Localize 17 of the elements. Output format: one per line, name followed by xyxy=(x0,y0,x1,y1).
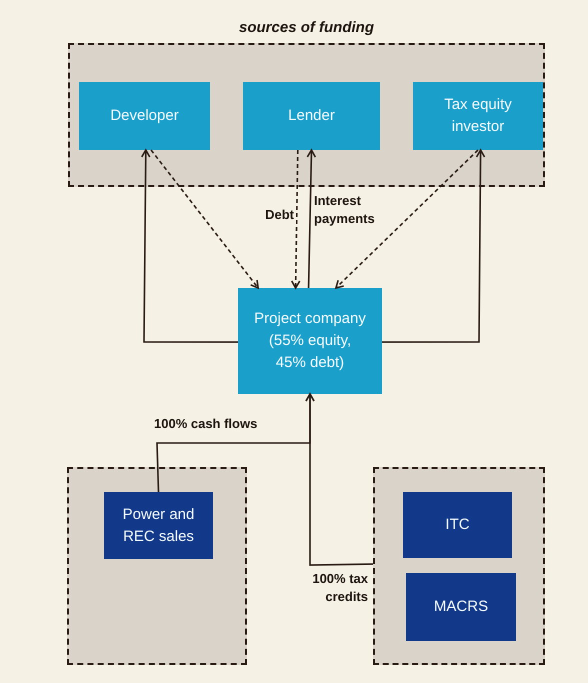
arrow xyxy=(382,149,486,343)
arrow xyxy=(306,149,316,288)
group-heading: sources of funding xyxy=(238,19,375,36)
entity-box: ITC xyxy=(403,492,512,558)
dashed-arrow xyxy=(335,149,479,289)
dashed-arrow xyxy=(290,150,300,289)
dashed-arrow xyxy=(150,150,259,289)
entity-box: Lender xyxy=(243,82,380,150)
group-panel xyxy=(373,467,545,665)
entity-box: Power and REC sales xyxy=(104,492,213,559)
group-panel xyxy=(67,467,247,665)
entity-box: Tax equity investor xyxy=(413,82,543,150)
entity-box: MACRS xyxy=(406,573,516,641)
arrow xyxy=(140,149,238,343)
entity-box: Developer xyxy=(79,82,210,150)
entity-box: Project company (55% equity, 45% debt) xyxy=(238,288,382,394)
arrow xyxy=(305,393,374,566)
